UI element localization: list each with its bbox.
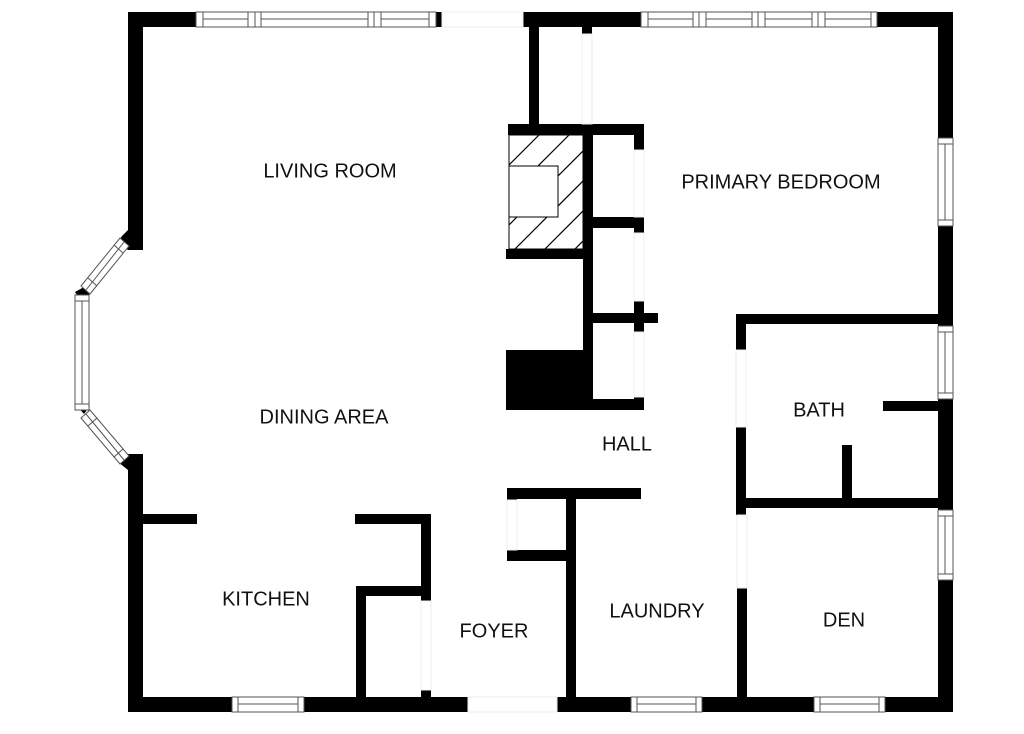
label-kitchen: KITCHEN [222,588,310,610]
label-laundry: LAUNDRY [609,600,704,622]
bay-window [74,237,130,465]
interior-walls [143,27,938,697]
den-door [736,514,748,589]
closet-door-3 [633,331,645,398]
window-bedroom-right [937,137,954,227]
closet-door-2 [633,232,645,302]
window-bath-right [937,325,954,400]
label-hall: HALL [602,433,652,455]
window-den-right [937,509,954,581]
window-bedroom-top [640,11,878,28]
window-kitchen-bottom [231,696,305,713]
window-laundry-bottom [630,696,703,713]
window-living-top [195,11,437,28]
label-living-room: LIVING ROOM [263,160,396,182]
foyer-closet-door [420,600,432,691]
label-dining-area: DINING AREA [260,406,390,428]
hall-closet-door [506,499,518,551]
bath-door [735,349,747,428]
label-primary-bedroom: PRIMARY BEDROOM [681,171,880,193]
label-den: DEN [823,609,865,631]
openings [420,11,748,713]
front-entry-opening [467,696,558,713]
top-opening [441,11,524,28]
fireplace [508,134,584,250]
windows [74,11,954,713]
bedroom-doorway [581,33,593,125]
label-bath: BATH [793,399,845,421]
room-labels: LIVING ROOM PRIMARY BEDROOM DINING AREA … [222,160,881,642]
window-den-bottom [813,696,886,713]
exterior-walls [75,12,953,712]
label-foyer: FOYER [460,620,529,642]
closet-door-1 [633,149,645,218]
